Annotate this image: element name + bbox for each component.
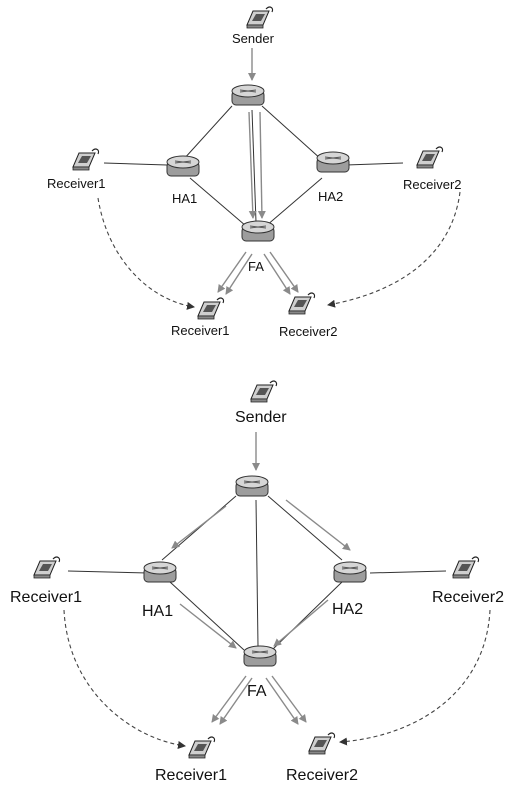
flow-fa-receiver1 (211, 675, 247, 723)
data-flow-arrows (171, 432, 351, 725)
core-router-icon (231, 84, 265, 106)
movement-paths (63, 609, 491, 749)
link-core-ha1 (161, 495, 237, 561)
receiver2-home-label: Receiver2 (403, 177, 462, 192)
ha1-router-icon (143, 561, 177, 583)
link-receiver1-ha1 (103, 162, 168, 166)
receiver2-home-label: Receiver2 (432, 589, 504, 606)
ha2-router-icon (316, 151, 350, 173)
flow-ha1-fa (179, 603, 237, 649)
fa-label: FA (248, 259, 264, 274)
sender-host-icon (250, 380, 278, 403)
flow-fa-receiver2-b (269, 251, 299, 293)
receiver2-visit-label: Receiver2 (286, 767, 358, 784)
link-ha2-receiver2 (369, 570, 447, 574)
flow-core-fa-a (248, 111, 257, 219)
sender-label: Sender (235, 409, 287, 426)
flow-ha2-fa (273, 599, 329, 647)
ha1-label: HA1 (172, 191, 197, 206)
flow-fa-receiver1 (217, 251, 247, 293)
receiver1-visit-host-icon (188, 736, 216, 759)
flow-core-ha1 (171, 505, 227, 549)
receiver2-home-host-icon (416, 146, 444, 169)
receiver1-visit-host-icon (197, 297, 225, 320)
receiver2-home-host-icon (452, 556, 480, 579)
receiver2-visit-host-icon (288, 292, 316, 315)
receiver1-home-label: Receiver1 (10, 589, 82, 606)
fa-router-icon (241, 220, 275, 242)
link-receiver1-ha1 (67, 570, 149, 574)
flow-core-ha2 (285, 499, 351, 551)
move-receiver2 (339, 609, 491, 746)
receiver2-visit-label: Receiver2 (279, 324, 338, 339)
flow-core-fa-b (257, 111, 266, 219)
core-router-icon (235, 475, 269, 497)
diagram-1: Sender HA1 HA2 FA Receiver1 Receiver2 Re… (47, 6, 462, 339)
link-core-fa (255, 499, 259, 647)
link-ha2-receiver2 (345, 162, 404, 166)
sender-label: Sender (232, 31, 275, 46)
receiver1-home-host-icon (72, 148, 100, 171)
receiver1-visit-label: Receiver1 (171, 323, 230, 338)
data-flow-arrows (217, 48, 299, 295)
receiver1-home-label: Receiver1 (47, 176, 106, 191)
link-ha2-fa (265, 177, 323, 227)
link-ha1-fa (169, 581, 245, 651)
ha2-router-icon (333, 561, 367, 583)
link-core-ha2 (267, 495, 343, 561)
movement-paths (97, 191, 461, 310)
link-core-fa (251, 109, 257, 223)
diagram-2: Sender HA1 HA2 FA Receiver1 Receiver2 Re… (10, 380, 504, 784)
move-receiver1 (97, 197, 195, 310)
network-links (103, 105, 404, 227)
flow-fa-receiver2 (265, 677, 299, 725)
fa-label: FA (247, 683, 267, 700)
ha2-label: HA2 (318, 189, 343, 204)
ha1-label: HA1 (142, 603, 173, 620)
fa-router-icon (243, 645, 277, 667)
sender-host-icon (246, 6, 274, 29)
move-receiver1 (63, 609, 186, 749)
flow-fa-receiver1-b (219, 677, 253, 725)
flow-fa-receiver2-b (271, 675, 307, 723)
receiver1-home-host-icon (33, 556, 61, 579)
flow-fa-receiver1-b (225, 253, 253, 295)
link-ha1-fa (189, 177, 247, 227)
receiver1-visit-label: Receiver1 (155, 767, 227, 784)
ha2-label: HA2 (332, 601, 363, 618)
network-links (67, 495, 447, 651)
ha1-router-icon (166, 155, 200, 177)
link-core-ha1 (182, 105, 233, 161)
receiver2-visit-host-icon (308, 732, 336, 755)
move-receiver2 (327, 191, 461, 308)
flow-fa-receiver2 (263, 253, 291, 295)
link-core-ha2 (261, 105, 323, 161)
